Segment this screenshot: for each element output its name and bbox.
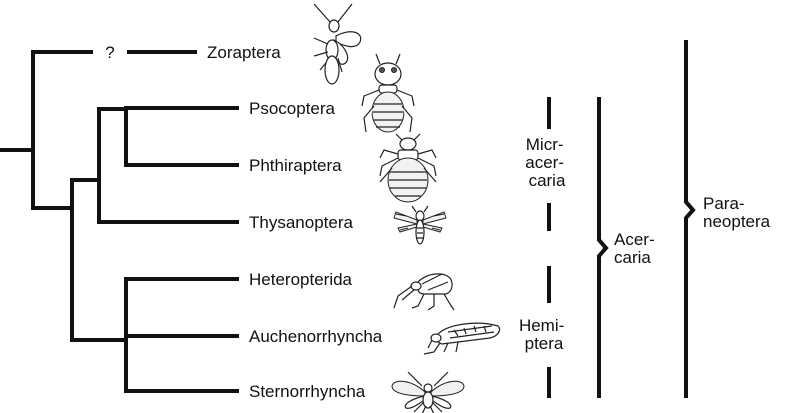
group-label-paraneoptera-line1: Para- <box>703 194 745 213</box>
group-label-micracercaria-line3: caria <box>529 171 566 190</box>
winged-insect-icon <box>314 4 361 84</box>
group-label-acercaria-line1: Acer- <box>614 230 655 249</box>
taxon-label-phthiraptera: Phthiraptera <box>249 156 342 175</box>
aphid-icon <box>392 372 464 413</box>
group-label-paraneoptera: Para- neoptera <box>703 194 771 231</box>
group-label-hemiptera-line2: ptera <box>525 334 564 353</box>
uncertain-placement-mark: ? <box>105 43 114 62</box>
thrips-icon <box>394 206 446 244</box>
taxon-label-sternorrhyncha: Sternorrhyncha <box>249 382 366 401</box>
tree-branches <box>0 52 239 391</box>
group-label-acercaria: Acer- caria <box>614 230 659 267</box>
group-label-micracercaria-line2: acer- <box>525 153 564 172</box>
group-label-hemiptera-line1: Hemi- <box>519 316 564 335</box>
group-labels: Micr- acer- caria Hemi- ptera Acer- cari… <box>519 135 771 353</box>
taxon-label-auchenorrhyncha: Auchenorrhyncha <box>249 327 383 346</box>
taxon-label-zoraptera: Zoraptera <box>207 43 281 62</box>
booklouse-icon <box>362 54 414 132</box>
louse-icon <box>380 134 436 202</box>
true-bug-icon <box>394 274 454 310</box>
bracket-acercaria <box>599 97 606 398</box>
taxon-label-psocoptera: Psocoptera <box>249 99 336 118</box>
group-label-paraneoptera-line2: neoptera <box>703 212 771 231</box>
bracket-paraneoptera <box>686 40 693 398</box>
group-label-micracercaria-line1: Micr- <box>526 135 564 154</box>
taxon-label-thysanoptera: Thysanoptera <box>249 213 353 232</box>
leafhopper-icon <box>424 323 500 354</box>
group-label-acercaria-line2: caria <box>614 248 651 267</box>
group-brackets <box>549 40 693 398</box>
group-label-hemiptera: Hemi- ptera <box>519 316 569 353</box>
group-label-micracercaria: Micr- acer- caria <box>525 135 568 190</box>
taxon-label-heteropterida: Heteropterida <box>249 270 353 289</box>
